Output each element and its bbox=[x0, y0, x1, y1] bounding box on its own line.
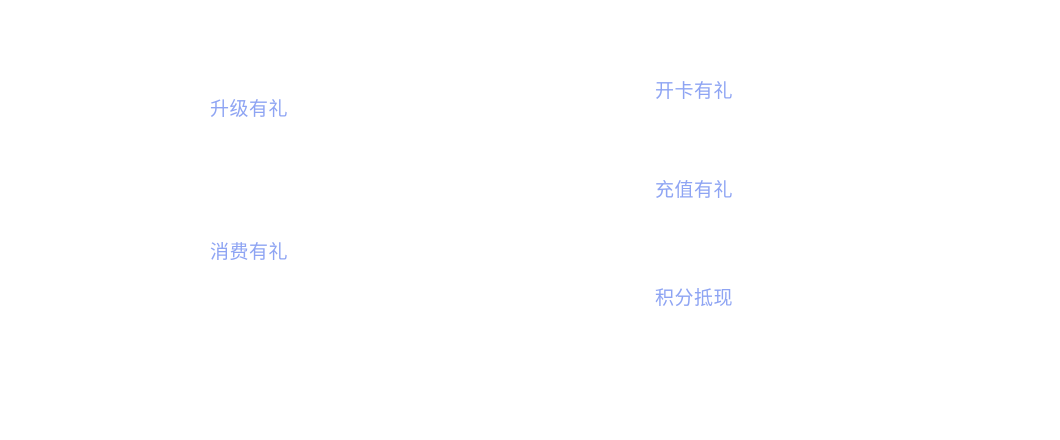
consumption-gift-link[interactable]: 消费有礼 bbox=[210, 241, 289, 263]
recharge-gift-link[interactable]: 充值有礼 bbox=[655, 179, 734, 201]
open-card-gift-link[interactable]: 开卡有礼 bbox=[655, 80, 734, 102]
points-redemption-link[interactable]: 积分抵现 bbox=[655, 287, 734, 309]
upgrade-gift-link[interactable]: 升级有礼 bbox=[210, 98, 289, 120]
